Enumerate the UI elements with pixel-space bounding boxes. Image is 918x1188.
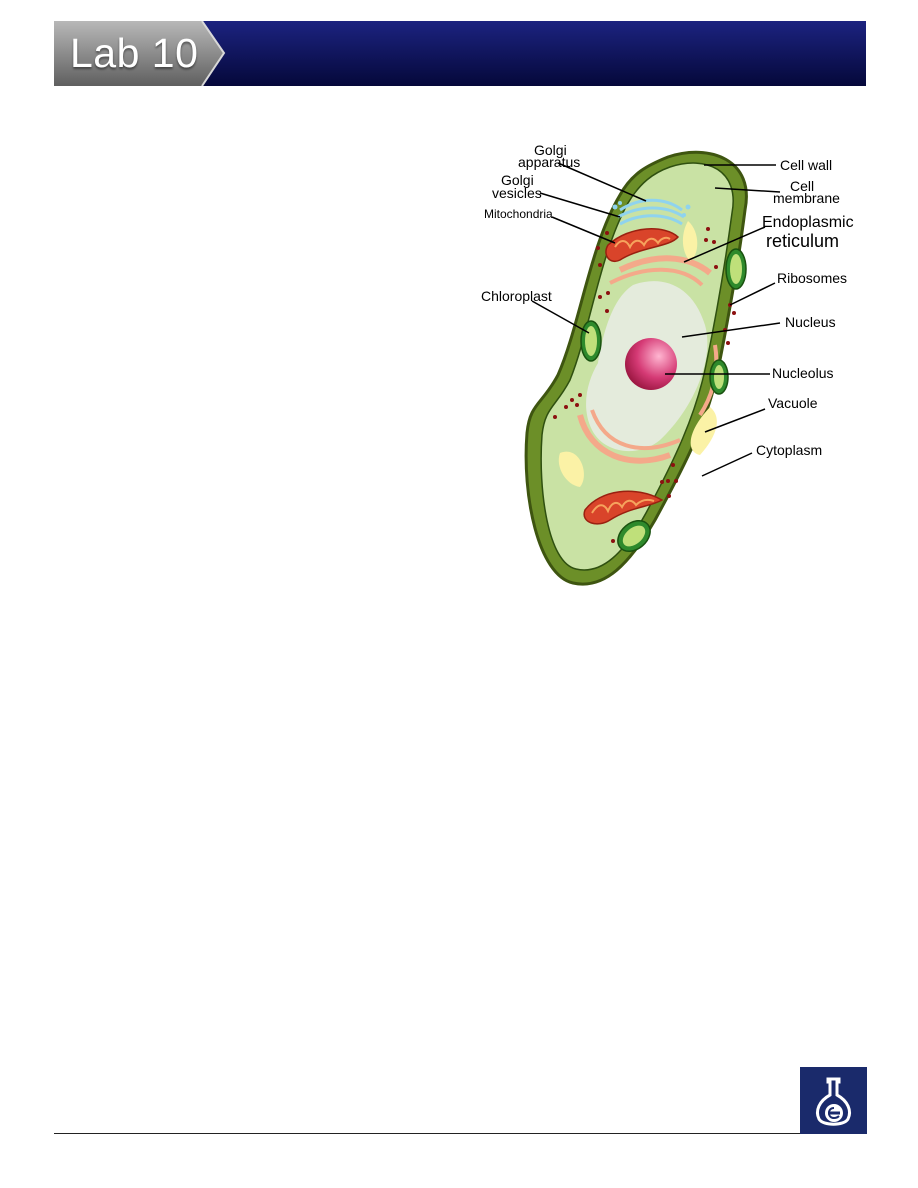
golgi-apparatus <box>619 198 683 212</box>
label-er-1: Endoplasmic <box>762 214 854 231</box>
label-golgi-vesicles-2: vesicles <box>492 185 542 201</box>
lab-title: Lab 10 <box>70 30 199 76</box>
plant-cell-illustration: Golgi apparatus Golgi vesicles Mitochond… <box>481 142 854 586</box>
label-golgi-apparatus-2: apparatus <box>518 154 580 170</box>
label-er-2: reticulum <box>766 231 839 251</box>
label-cell-membrane-2: membrane <box>773 190 840 206</box>
flask-e-icon <box>800 1067 867 1134</box>
leader-lines <box>531 162 781 477</box>
label-golgi-apparatus-1: Golgi <box>534 142 567 158</box>
vacuole <box>690 407 717 455</box>
plant-cell-diagram: Golgi apparatus Golgi vesicles Mitochond… <box>470 135 870 595</box>
label-vacuole: Vacuole <box>768 395 818 411</box>
label-ribosomes: Ribosomes <box>777 270 847 286</box>
nucleolus <box>625 338 677 390</box>
header-banner <box>54 21 866 86</box>
footer-divider <box>54 1133 800 1134</box>
label-nucleolus: Nucleolus <box>772 365 833 381</box>
label-cytoplasm: Cytoplasm <box>756 442 822 458</box>
mitochondrion <box>583 490 664 525</box>
endoplasmic-reticulum <box>618 255 712 276</box>
label-mitochondria: Mitochondria <box>484 207 553 221</box>
page-header: Lab 10 <box>54 21 866 86</box>
mitochondrion <box>605 228 680 262</box>
label-cell-membrane-1: Cell <box>790 178 814 194</box>
label-golgi-vesicles-1: Golgi <box>501 172 534 188</box>
vacuole <box>682 221 698 261</box>
label-cell-wall: Cell wall <box>780 157 832 173</box>
publisher-logo <box>800 1067 867 1134</box>
label-nucleus: Nucleus <box>785 314 836 330</box>
label-chloroplast: Chloroplast <box>481 288 552 304</box>
vacuole <box>558 451 584 487</box>
